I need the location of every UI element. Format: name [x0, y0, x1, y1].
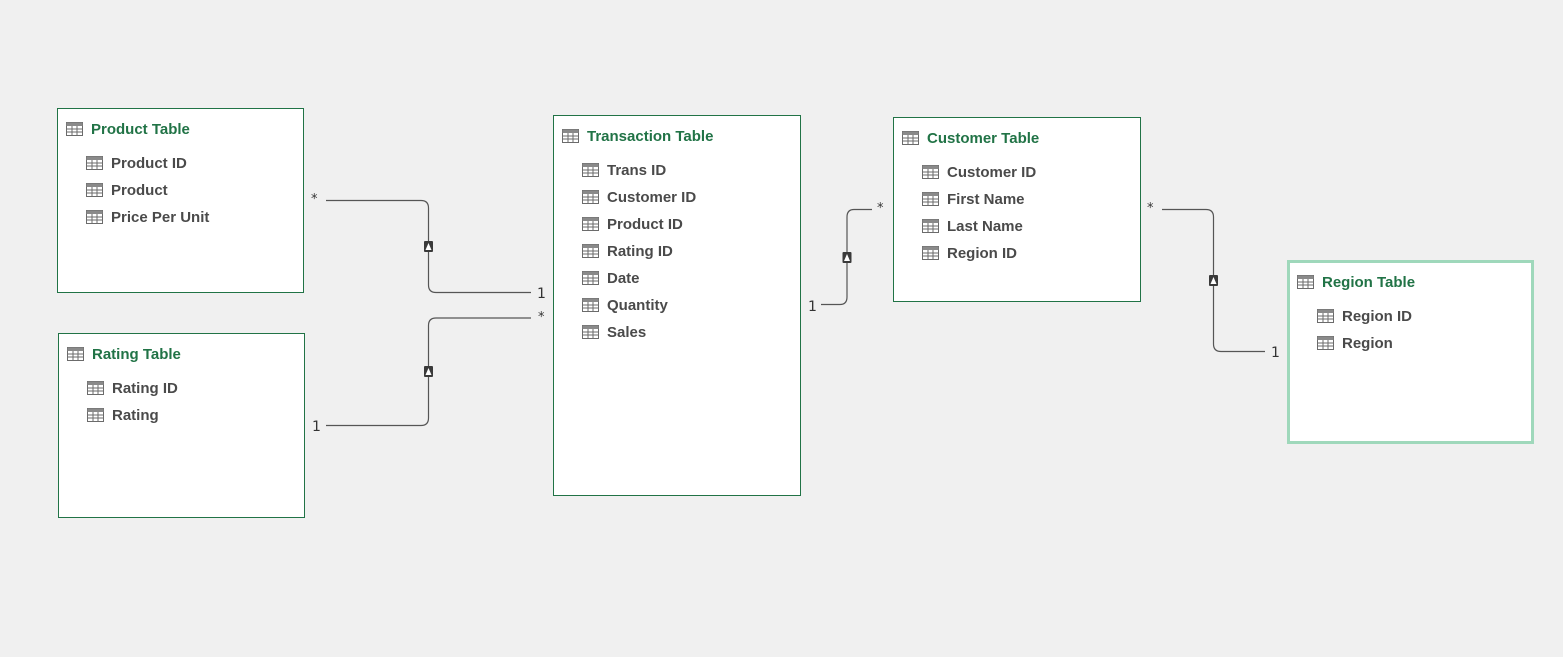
table-card-customer[interactable]: Customer Table Customer ID First Name La… — [893, 117, 1141, 302]
field-icon — [582, 217, 599, 231]
field-label: First Name — [947, 190, 1025, 208]
cardinality-label: * — [311, 192, 318, 207]
field-list: Rating ID Rating — [87, 373, 304, 430]
table-icon — [902, 131, 919, 145]
table-header: Rating Table — [67, 344, 304, 364]
relationship-customer-region[interactable] — [1162, 208, 1265, 353]
cardinality-label: 1 — [312, 419, 321, 435]
field-label: Quantity — [607, 296, 668, 314]
field-icon — [1317, 336, 1334, 350]
cardinality-label: 1 — [1271, 345, 1280, 361]
field-icon — [922, 165, 939, 179]
field-icon — [922, 246, 939, 260]
cardinality-label: 1 — [537, 286, 546, 302]
field-item[interactable]: Region — [1317, 328, 1531, 358]
table-header: Customer Table — [902, 128, 1140, 148]
field-item[interactable]: Region ID — [1317, 301, 1531, 331]
field-icon — [86, 156, 103, 170]
field-item[interactable]: First Name — [922, 184, 1140, 214]
field-label: Price Per Unit — [111, 208, 210, 226]
table-icon — [67, 347, 84, 361]
table-card-rating[interactable]: Rating Table Rating ID Rating — [58, 333, 305, 518]
cardinality-label: * — [1147, 201, 1154, 216]
field-label: Customer ID — [947, 163, 1037, 181]
filter-direction-icon — [424, 366, 433, 377]
table-icon — [1297, 275, 1314, 289]
table-icon — [66, 122, 83, 136]
field-item[interactable]: Rating — [87, 400, 304, 430]
field-item[interactable]: Product ID — [582, 209, 800, 239]
field-item[interactable]: Product — [86, 175, 303, 205]
field-label: Product ID — [111, 154, 187, 172]
field-icon — [582, 244, 599, 258]
field-label: Region ID — [947, 244, 1017, 262]
field-label: Date — [607, 269, 640, 287]
table-header: Product Table — [66, 119, 303, 139]
field-item[interactable]: Price Per Unit — [86, 202, 303, 232]
relationship-transaction-customer[interactable] — [821, 208, 872, 306]
table-card-transaction[interactable]: Transaction Table Trans ID Customer ID P… — [553, 115, 801, 496]
field-list: Region ID Region — [1317, 301, 1531, 358]
field-icon — [582, 298, 599, 312]
field-icon — [1317, 309, 1334, 323]
field-list: Customer ID First Name Last Name Region … — [922, 157, 1140, 268]
field-icon — [87, 408, 104, 422]
field-item[interactable]: Trans ID — [582, 155, 800, 185]
table-card-product[interactable]: Product Table Product ID Product Price P… — [57, 108, 304, 293]
table-header: Transaction Table — [562, 126, 800, 146]
field-list: Product ID Product Price Per Unit — [86, 148, 303, 232]
field-label: Last Name — [947, 217, 1023, 235]
field-icon — [582, 190, 599, 204]
filter-direction-icon — [1209, 275, 1218, 286]
field-item[interactable]: Quantity — [582, 290, 800, 320]
filter-direction-icon — [424, 241, 433, 252]
field-item[interactable]: Last Name — [922, 211, 1140, 241]
field-icon — [922, 219, 939, 233]
field-label: Product — [111, 181, 168, 199]
table-icon — [562, 129, 579, 143]
field-item[interactable]: Rating ID — [87, 373, 304, 403]
table-title: Customer Table — [927, 129, 1040, 147]
table-title: Region Table — [1322, 273, 1416, 291]
cardinality-label: 1 — [808, 299, 817, 315]
field-item[interactable]: Product ID — [86, 148, 303, 178]
field-icon — [582, 325, 599, 339]
field-icon — [582, 163, 599, 177]
field-item[interactable]: Customer ID — [922, 157, 1140, 187]
relationship-rating-transaction[interactable] — [326, 317, 531, 427]
field-label: Sales — [607, 323, 647, 341]
field-item[interactable]: Date — [582, 263, 800, 293]
table-title: Rating Table — [92, 345, 181, 363]
field-list: Trans ID Customer ID Product ID Rating I… — [582, 155, 800, 347]
filter-direction-icon — [842, 252, 852, 263]
field-icon — [86, 183, 103, 197]
cardinality-label: * — [538, 310, 545, 325]
field-item[interactable]: Rating ID — [582, 236, 800, 266]
field-label: Region ID — [1342, 307, 1412, 325]
field-item[interactable]: Sales — [582, 317, 800, 347]
field-label: Region — [1342, 334, 1393, 352]
table-title: Transaction Table — [587, 127, 714, 145]
field-item[interactable]: Customer ID — [582, 182, 800, 212]
cardinality-label: * — [877, 201, 884, 216]
field-label: Trans ID — [607, 161, 667, 179]
field-icon — [922, 192, 939, 206]
field-label: Product ID — [607, 215, 683, 233]
field-icon — [87, 381, 104, 395]
field-label: Customer ID — [607, 188, 697, 206]
field-item[interactable]: Region ID — [922, 238, 1140, 268]
relationship-product-transaction[interactable] — [326, 199, 531, 294]
field-icon — [86, 210, 103, 224]
table-header: Region Table — [1297, 272, 1531, 292]
field-label: Rating ID — [112, 379, 178, 397]
table-card-region[interactable]: Region Table Region ID Region — [1287, 260, 1534, 444]
field-label: Rating — [112, 406, 159, 424]
field-icon — [582, 271, 599, 285]
table-title: Product Table — [91, 120, 190, 138]
field-label: Rating ID — [607, 242, 673, 260]
